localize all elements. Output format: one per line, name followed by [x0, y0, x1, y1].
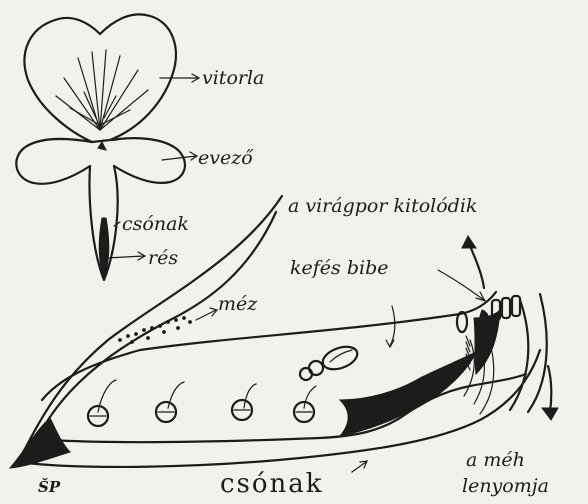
flower-front-view [16, 14, 185, 280]
label-csonak-bottom: csónak [220, 469, 324, 499]
label-mez: méz [218, 293, 258, 315]
label-vitorla: vitorla [202, 67, 264, 89]
anther-3 [512, 296, 520, 316]
label-evezo: evező [198, 147, 254, 169]
label-meh-line1: a méh [466, 449, 525, 471]
arrow-down [548, 366, 551, 412]
arrow-up [470, 246, 484, 288]
ovule-2 [156, 382, 184, 422]
flower-center-mark [98, 142, 106, 150]
left-wing-petal [16, 139, 92, 184]
label-viragpor: a virágpor kitolódik [288, 195, 477, 217]
label-res: rés [148, 247, 178, 269]
right-wing-petal [112, 138, 185, 183]
label-csonak-top: csónak [122, 213, 189, 235]
anther-2 [502, 298, 510, 318]
pollen-grain [300, 342, 360, 380]
signature: ŠP [38, 478, 61, 496]
outer-upper-curve [18, 196, 282, 462]
ovules [88, 380, 316, 426]
keel-cross-section [10, 196, 547, 468]
petal-veins [56, 50, 148, 130]
inner-upper-curve [42, 212, 276, 430]
dark-tissue-mid [340, 352, 476, 436]
dark-tissue-lower [10, 418, 70, 468]
label-meh-line2: lenyomja [462, 475, 549, 497]
channel-bottom [50, 374, 526, 442]
arrow-to-stigma [438, 270, 484, 300]
nectar-dots [119, 317, 192, 344]
ovule-4 [294, 386, 316, 422]
label-kefes-bibe: kefés bibe [290, 257, 388, 279]
ovule-1 [88, 380, 116, 426]
ovule-3 [232, 384, 256, 420]
